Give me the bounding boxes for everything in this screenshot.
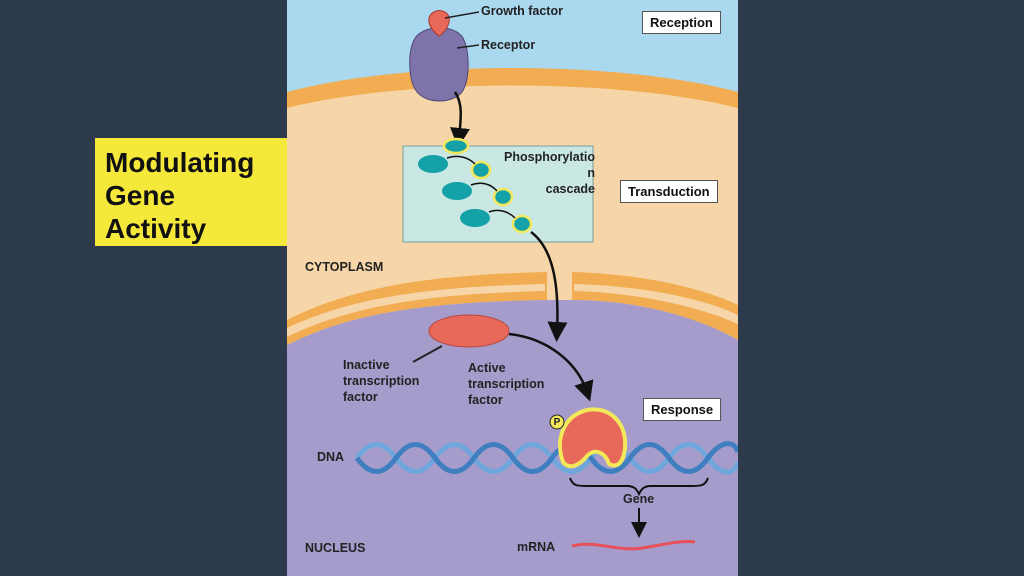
gene-bracket [569,477,709,497]
cascade-label-line: cascade [545,182,595,196]
mrna-label: mRNA [517,540,556,554]
active-tf-line: factor [468,393,503,407]
dna-label: DNA [317,450,345,464]
inactive-tf-line: Inactive [343,358,390,372]
nucleus-label: NUCLEUS [305,541,366,555]
active-tf-line: transcription [468,377,545,391]
phosphate-group [549,414,565,430]
response-stage-label: Response [643,398,722,421]
dna-helix [354,441,738,475]
inactive-tf-line: transcription [343,374,420,388]
inactive-tf-line: factor [343,390,378,404]
signal-pathway-diagram: Growth factor Receptor Reception Transdu… [287,0,738,576]
cytoplasm-label: CYTOPLASM [305,260,384,274]
nucleus-region [287,300,738,576]
title-line: Gene [105,180,176,211]
signal-arrow [450,91,470,148]
cascade-arrow [530,231,568,342]
title-line: Activity [105,213,207,244]
inactive-transcription-factor [428,314,510,348]
receptor-label: Receptor [481,38,536,52]
inactive-tf-label: Inactive transcription factor [343,357,419,405]
gene-label: Gene [623,492,655,506]
cascade-label-line: Phosphorylatio [504,150,595,164]
phosphate-label: P [553,417,561,428]
mrna-strand [571,540,696,551]
phosphorylation-cascade-label: Phosphorylatio n cascade [483,149,595,197]
diagram-canvas [287,0,738,576]
phosphorylation-cascade [418,137,533,234]
cascade-label-line: n [587,166,595,180]
active-tf-line: Active [468,361,506,375]
slide-title-box: Modulating Gene Activity [95,138,291,246]
title-line: Modulating [105,147,255,178]
growth-factor-molecule [428,10,450,37]
activation-arrow [508,332,594,402]
growth-factor-label: Growth factor [481,4,563,18]
reception-stage-label: Reception [642,11,721,34]
active-tf-label: Active transcription factor [468,360,544,408]
receptor-protein [409,27,469,102]
transduction-stage-label: Transduction [620,180,718,203]
active-transcription-factor [558,407,628,469]
